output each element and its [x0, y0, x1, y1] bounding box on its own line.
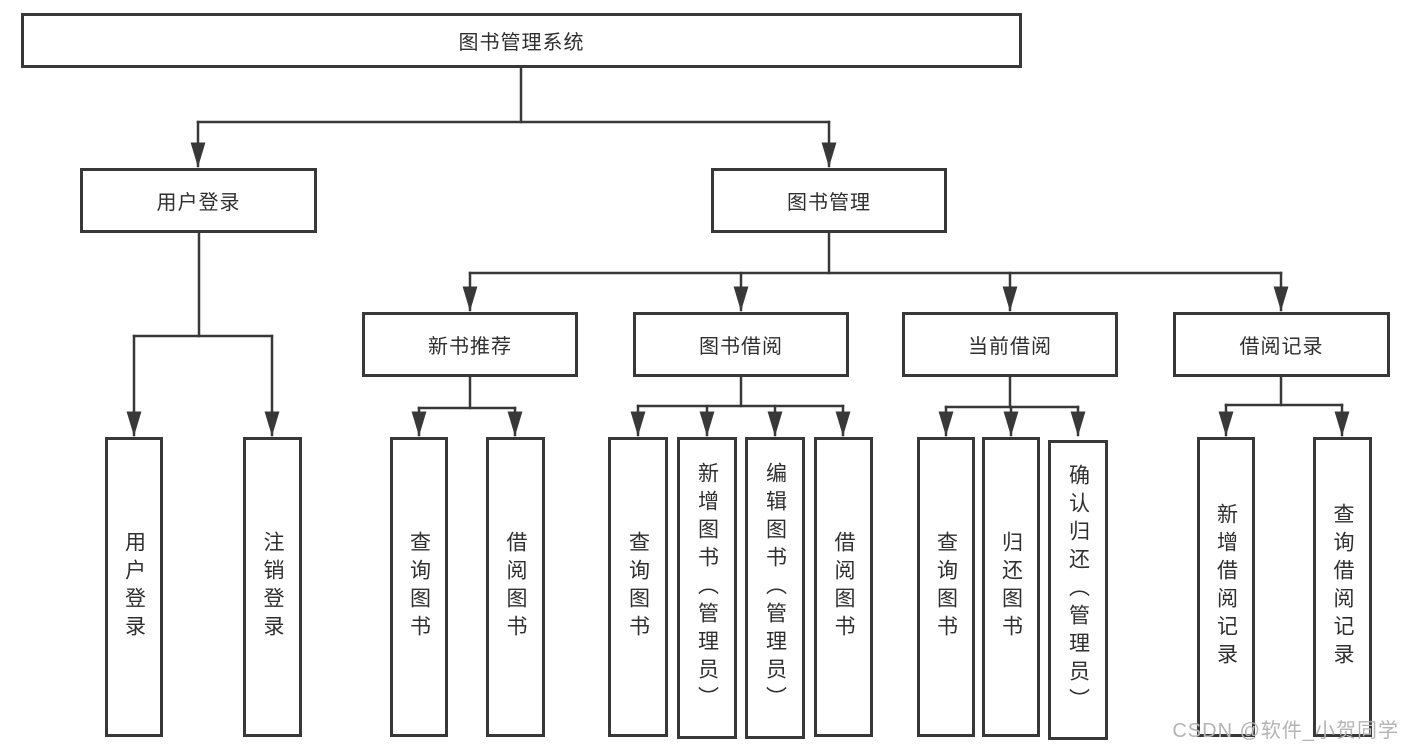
leaf-query-books-recommend: 查询图书 — [390, 437, 448, 737]
leaf-query-books-current: 查询图书 — [917, 437, 975, 737]
node-current-borrow: 当前借阅 — [902, 312, 1118, 377]
leaf-add-book-admin: 新增图书（管理员） — [677, 437, 737, 739]
connector-book-management-to-level3 — [462, 231, 1289, 312]
connector-borrow-records-to-leaves — [1218, 375, 1350, 437]
leaf-edit-book-admin: 编辑图书（管理员） — [745, 437, 805, 739]
leaf-borrow-books: 借阅图书 — [814, 437, 873, 737]
connector-new-book-recommend-to-leaves — [411, 375, 523, 437]
leaf-query-books-borrow: 查询图书 — [608, 437, 668, 737]
connector-current-borrow-to-leaves — [938, 375, 1086, 437]
node-borrow-records: 借阅记录 — [1173, 312, 1390, 377]
leaf-return-book: 归还图书 — [982, 437, 1040, 737]
node-new-book-recommend: 新书推荐 — [362, 312, 578, 377]
leaf-add-borrow-record: 新增借阅记录 — [1197, 437, 1255, 737]
leaf-borrow-books-recommend: 借阅图书 — [486, 437, 545, 737]
leaf-confirm-return-admin: 确认归还（管理员） — [1048, 440, 1108, 740]
node-library-management-system: 图书管理系统 — [21, 13, 1022, 68]
connector-root-to-level2 — [190, 66, 837, 168]
connector-book-borrow-to-leaves — [630, 375, 851, 437]
leaf-logout: 注销登录 — [243, 437, 302, 737]
csdn-watermark: CSDN @软件_小贺同学 — [1172, 720, 1399, 742]
leaf-user-login: 用户登录 — [105, 437, 163, 737]
node-book-management: 图书管理 — [711, 168, 947, 233]
node-book-borrow: 图书借阅 — [633, 312, 849, 377]
leaf-query-borrow-record: 查询借阅记录 — [1313, 437, 1372, 737]
connector-user-login-to-leaves — [126, 231, 280, 437]
node-user-login: 用户登录 — [80, 168, 317, 233]
